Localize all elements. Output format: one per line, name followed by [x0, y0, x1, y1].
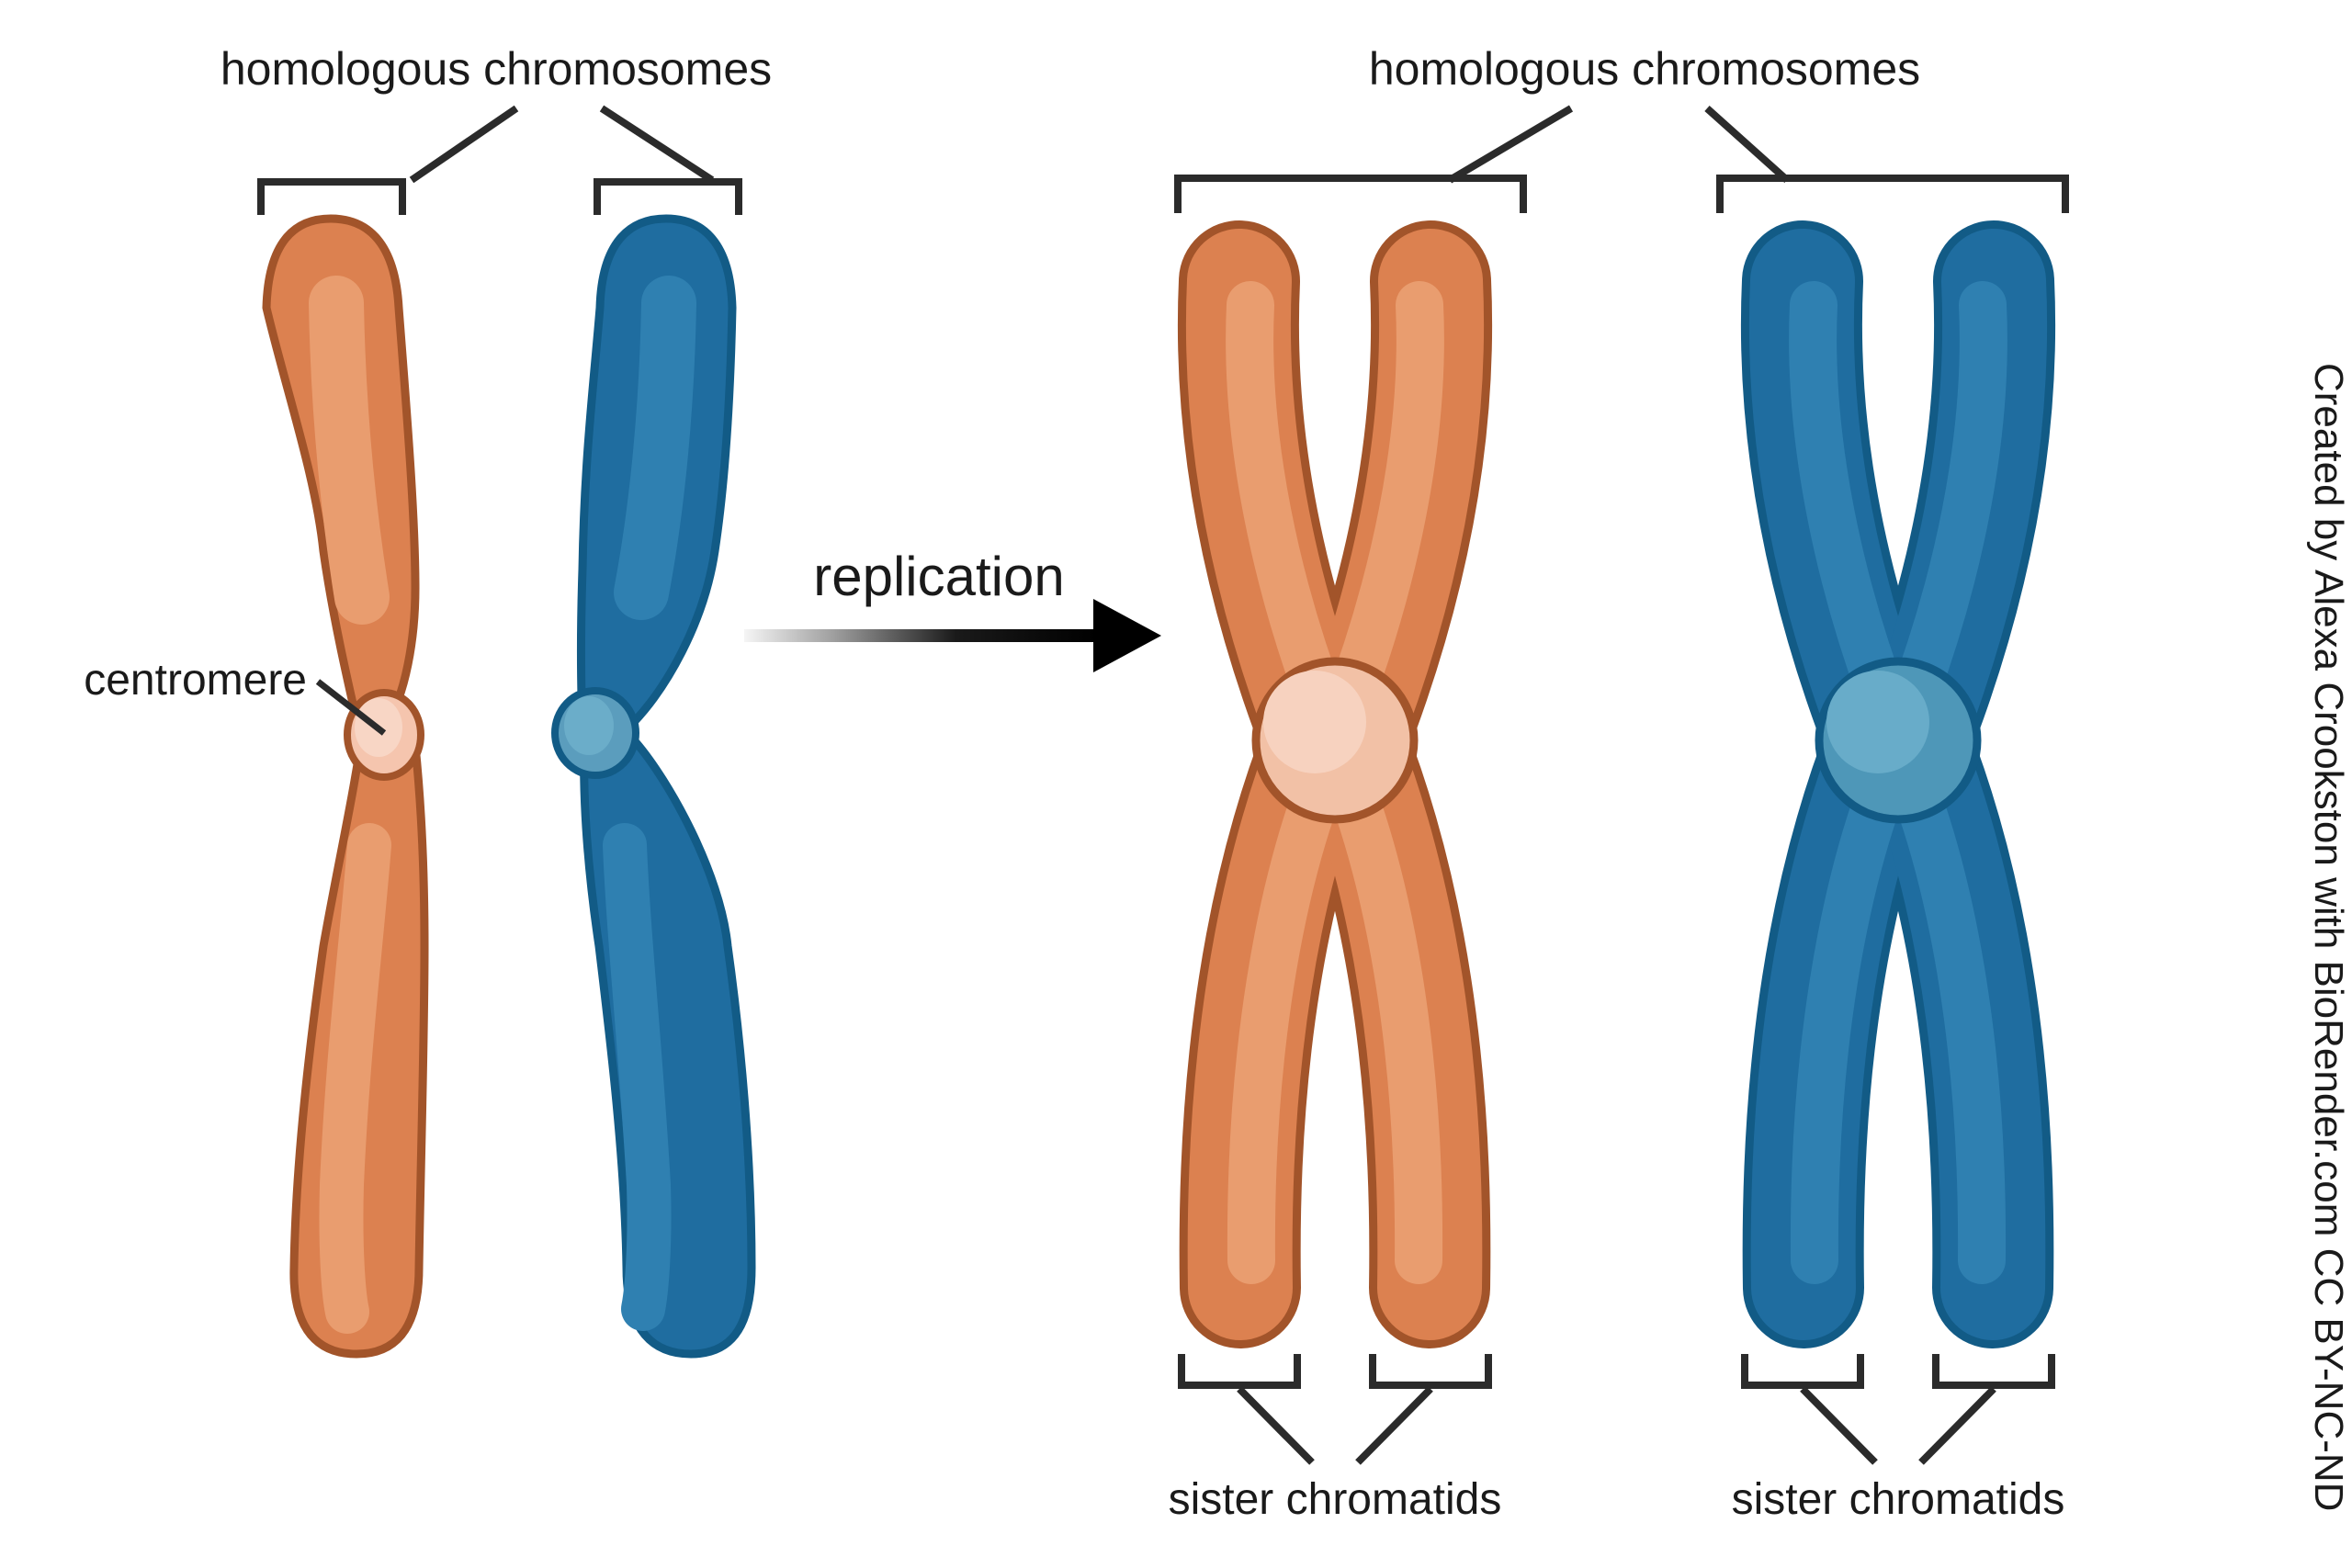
bracket-orange-chromosome: [257, 178, 406, 215]
bracket-sister-chromatid: [1932, 1354, 2055, 1389]
blue-arm-highlight: [603, 823, 672, 1331]
label-homologous-left: homologous chromosomes: [220, 43, 772, 95]
orange-chromatid-highlight: [1227, 744, 1351, 1284]
label-centromere: centromere: [84, 656, 307, 705]
blue-x-centromere-highlight: [1826, 671, 1929, 773]
leader-line: [1704, 106, 1790, 183]
leader-line: [1237, 1386, 1315, 1465]
bracket-sister-chromatid: [1178, 1354, 1301, 1389]
label-replication: replication: [813, 546, 1065, 607]
label-sister-chromatids-right: sister chromatids: [1732, 1475, 2065, 1524]
orange-arm-highlight: [319, 823, 391, 1334]
blue-centromere-highlight: [564, 696, 614, 755]
blue-chromatid-highlight: [1883, 744, 2007, 1284]
replicated-orange-chromosome: [1177, 220, 1493, 1348]
blue-chromatid-highlight: [1790, 744, 1914, 1284]
leader-line: [599, 105, 715, 184]
label-homologous-right: homologous chromosomes: [1369, 43, 1920, 95]
replicated-blue-chromosome: [1740, 220, 2056, 1348]
orange-x-centromere-highlight: [1263, 671, 1366, 773]
leader-line: [1447, 105, 1574, 184]
orange-chromatid-highlight: [1319, 744, 1443, 1284]
bracket-sister-chromatid: [1741, 1354, 1864, 1389]
attribution-text: Created by Alexa Crookston with BioRende…: [2306, 363, 2351, 1511]
label-sister-chromatids-left: sister chromatids: [1169, 1475, 1502, 1524]
arrow-shaft: [744, 629, 1097, 642]
leader-line: [1800, 1386, 1878, 1465]
centromere-leader-line: [315, 679, 387, 736]
orange-arm-highlight: [309, 276, 390, 625]
leader-line: [1918, 1386, 1996, 1465]
bracket-orange-x-chromosome: [1174, 175, 1527, 213]
bracket-blue-chromosome: [594, 178, 742, 215]
arrow-head: [1093, 599, 1161, 672]
leader-line: [1355, 1386, 1433, 1465]
replication-arrow: replication: [744, 546, 1161, 672]
unreplicated-blue-chromosome: [551, 214, 756, 1359]
leader-line: [409, 105, 519, 184]
bracket-blue-x-chromosome: [1716, 175, 2069, 213]
blue-arm-highlight: [614, 276, 696, 620]
bracket-sister-chromatid: [1369, 1354, 1492, 1389]
unreplicated-orange-chromosome: [262, 214, 429, 1359]
